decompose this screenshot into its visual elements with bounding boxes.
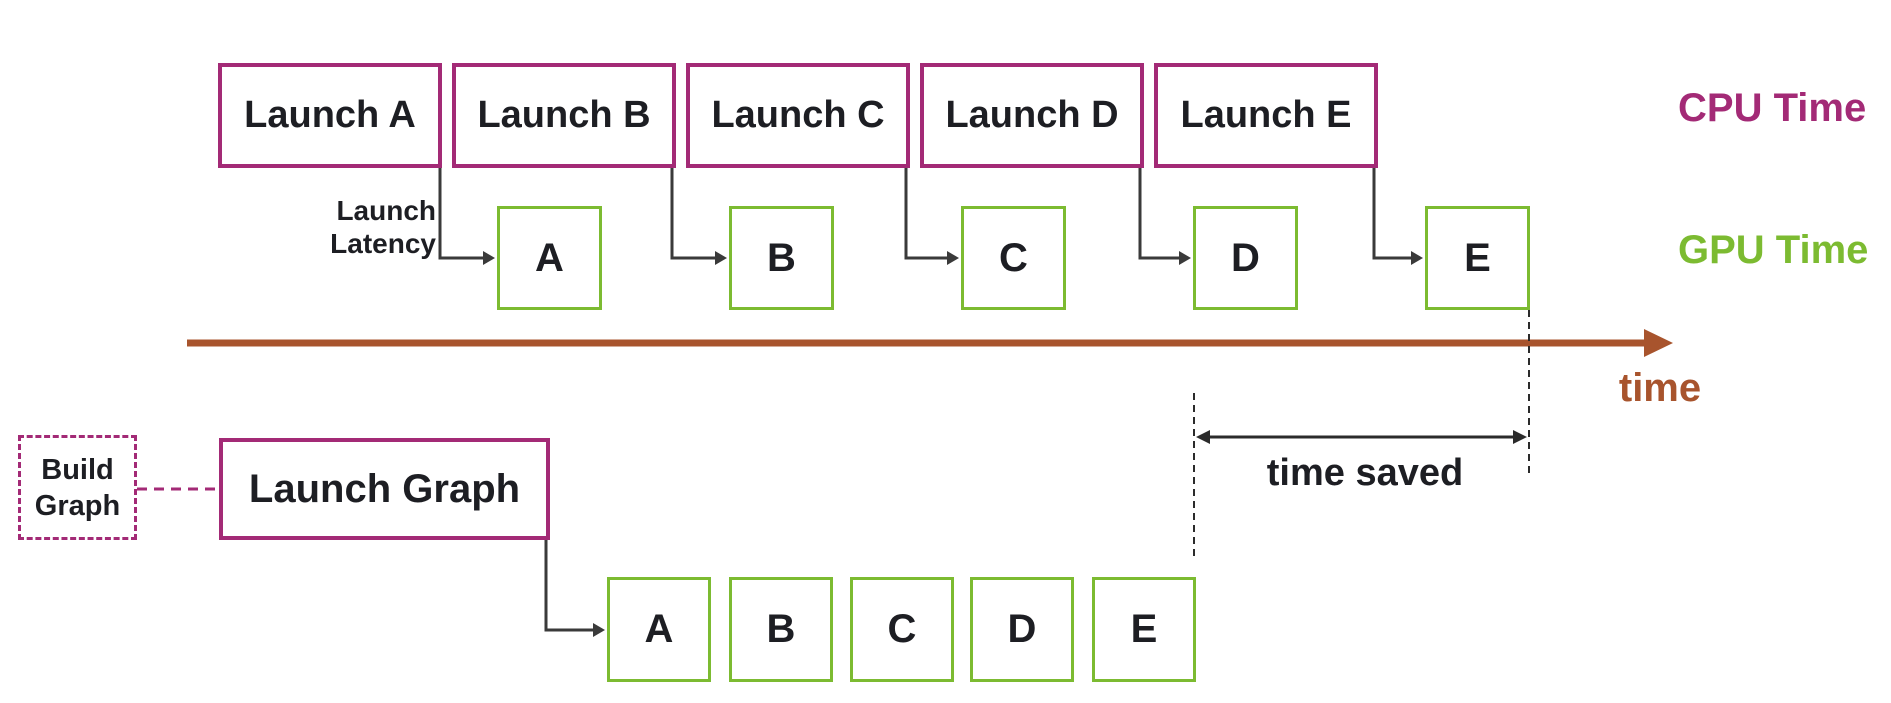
gpu-kernel-top-d: D [1193,206,1298,310]
launch-box-e-label: Launch E [1180,94,1352,136]
time-saved-label: time saved [1266,452,1464,494]
launch-graph-arrow [544,540,605,637]
build-graph-line2: Graph [34,489,121,522]
launch-box-b-label: Launch B [477,94,651,136]
gpu-kernel-top-b-label: B [767,235,796,280]
gpu-kernel-graph-a: A [607,577,711,682]
launch-latency-line2: Latency [330,228,436,259]
gpu-kernel-graph-c-label: C [887,607,917,651]
launch-box-c-label: Launch C [711,94,885,136]
gpu-kernel-top-c: C [961,206,1066,310]
launch-box-c: Launch C [686,63,910,168]
gpu-kernel-graph-d: D [970,577,1074,682]
launch-graph-label: Launch Graph [248,466,521,511]
launch-box-b: Launch B [452,63,676,168]
launch-latency-line1: Launch [336,195,436,226]
gpu-kernel-graph-a-label: A [644,607,674,651]
gpu-kernel-graph-e-label: E [1130,607,1158,651]
launch-box-a: Launch A [218,63,442,168]
time-axis-label: time [1618,366,1702,410]
gpu-kernel-top-e-label: E [1464,235,1491,280]
launch-arrow-e [1372,168,1423,265]
launch-graph-box: Launch Graph [219,438,550,540]
launch-box-e: Launch E [1154,63,1378,168]
launch-arrow-d [1138,168,1191,265]
launch-latency-label: Launch Latency [270,194,436,260]
build-graph-box: Build Graph [18,435,137,540]
build-graph-line1: Build [41,453,114,486]
gpu-kernel-top-e: E [1425,206,1530,310]
gpu-kernel-top-c-label: C [999,235,1028,280]
launch-box-d: Launch D [920,63,1144,168]
gpu-kernel-top-b: B [729,206,834,310]
launch-box-d-label: Launch D [945,94,1119,136]
cpu-time-label: CPU Time [1678,86,1867,130]
gpu-kernel-graph-c: C [850,577,954,682]
time-axis-arrow [187,329,1673,357]
gpu-kernel-top-d-label: D [1231,235,1260,280]
launch-box-a-label: Launch A [244,94,416,136]
launch-arrow-a [438,168,495,265]
gpu-kernel-graph-d-label: D [1007,607,1037,651]
gpu-kernel-graph-b: B [729,577,833,682]
gpu-kernel-graph-b-label: B [766,607,796,651]
launch-arrow-b [670,168,727,265]
gpu-time-label: GPU Time [1678,228,1869,272]
gpu-kernel-top-a: A [497,206,602,310]
gpu-kernel-graph-e: E [1092,577,1196,682]
launch-arrow-c [904,168,959,265]
gpu-kernel-top-a-label: A [535,235,564,280]
time-saved-double-arrow [1196,430,1527,444]
